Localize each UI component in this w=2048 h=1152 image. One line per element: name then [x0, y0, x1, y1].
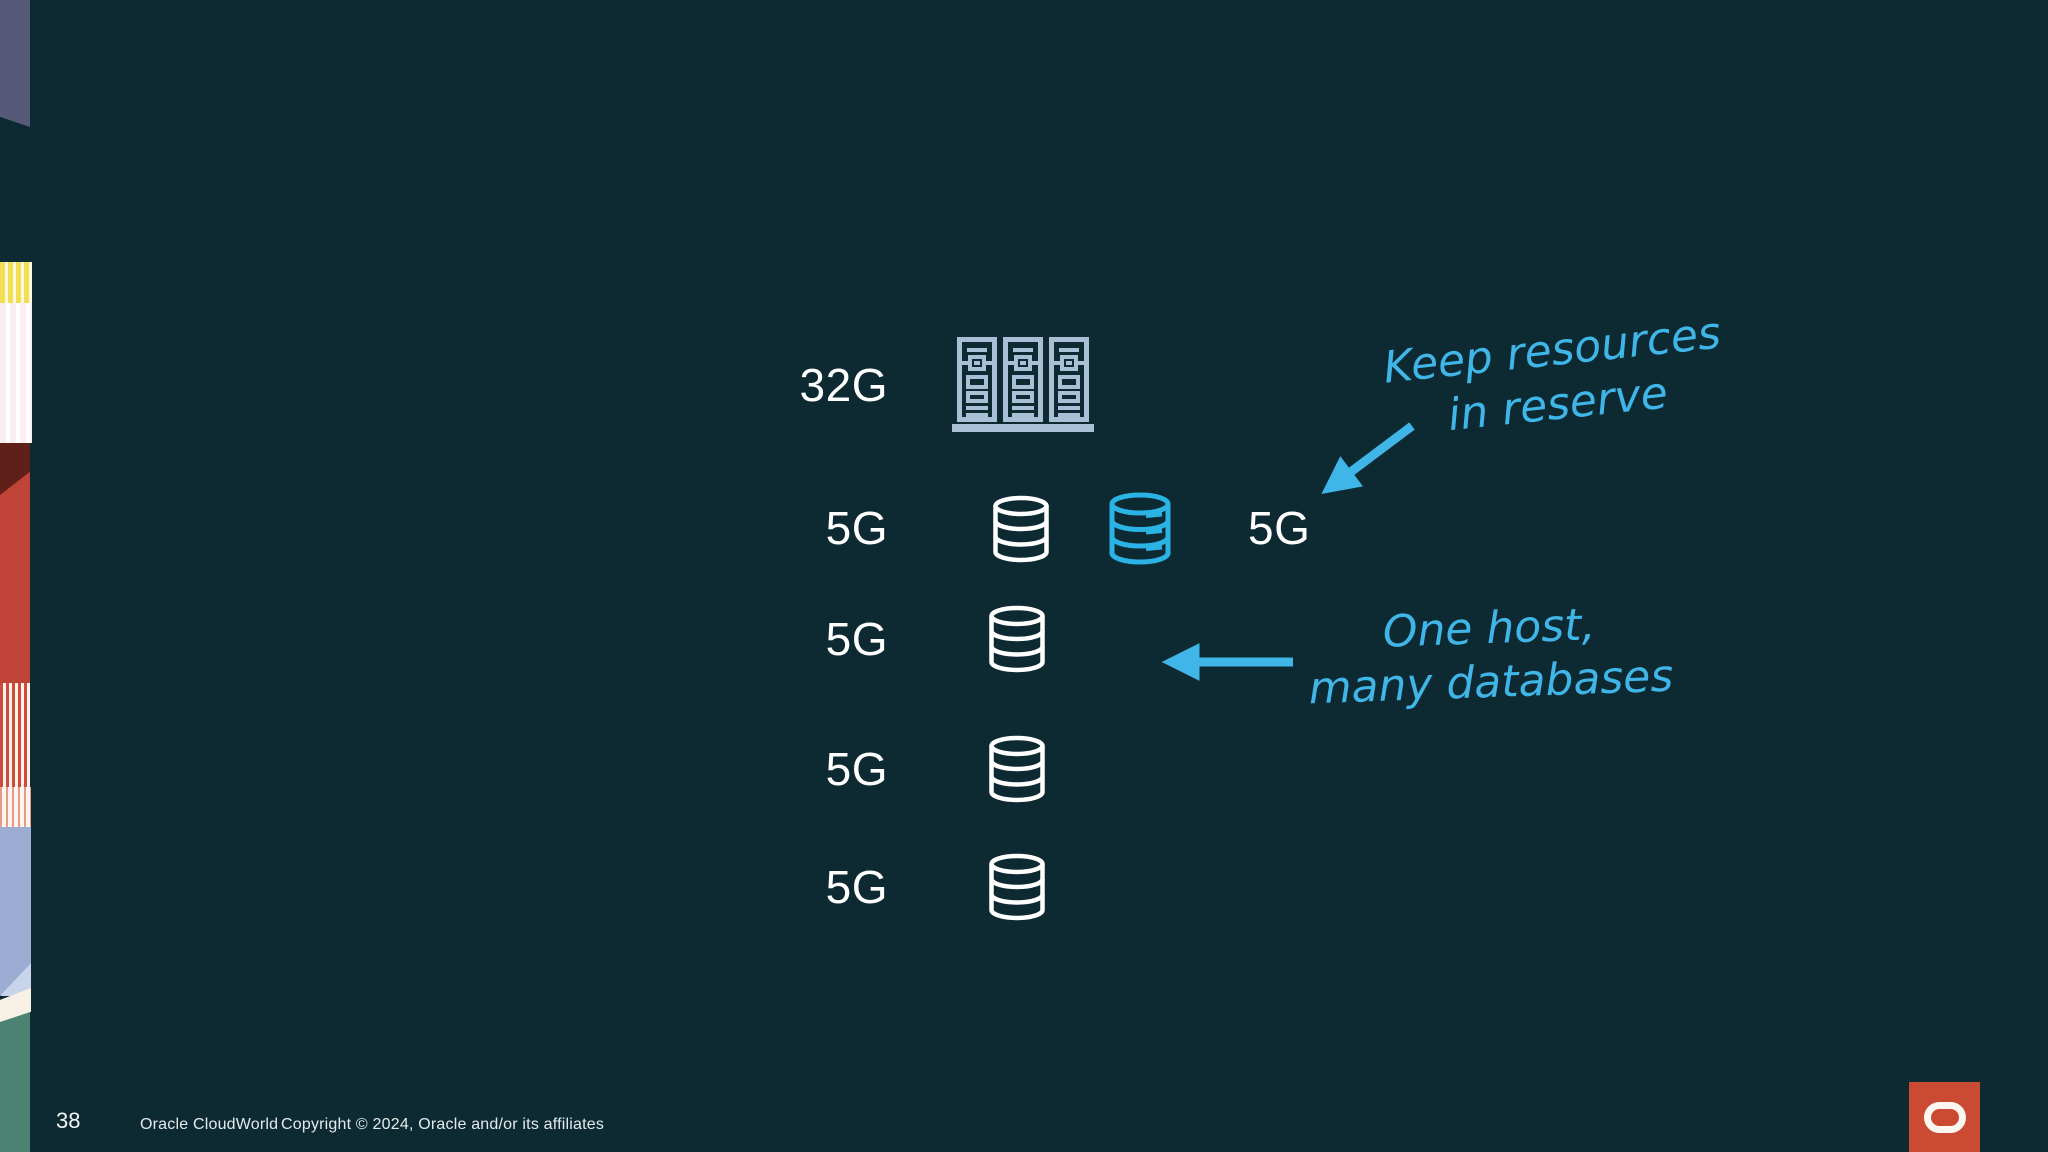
artwork-segment: [0, 787, 31, 827]
db-memory-label: 5G: [825, 502, 888, 554]
server-rack-icon: [952, 337, 1094, 432]
db-memory-label: 5G: [825, 861, 888, 913]
artwork-segment: [0, 827, 31, 995]
arrow-down-left-icon: [1321, 422, 1415, 494]
oracle-o-icon: [1923, 1101, 1966, 1133]
database-reserve-icon: [1109, 492, 1171, 565]
database-icon: [989, 605, 1045, 673]
db-memory-label: 5G: [825, 613, 888, 665]
database-icon: [989, 735, 1045, 803]
oracle-logo: [1909, 1082, 1980, 1152]
db-memory-label: 5G: [825, 743, 888, 795]
artwork-segment: [0, 683, 30, 787]
page-number: 38: [56, 1108, 81, 1133]
footer-copyright: Copyright © 2024, Oracle and/or its affi…: [281, 1116, 605, 1133]
annotation-one-host: One host, many databases: [1293, 595, 1687, 717]
arrow-left-icon: [1161, 643, 1293, 681]
artwork-segment: [0, 1012, 30, 1152]
database-icon: [993, 495, 1049, 563]
artwork-segment: [0, 262, 32, 303]
reserve-memory-label: 5G: [1248, 502, 1311, 554]
database-icon: [989, 853, 1045, 921]
artwork-segment: [0, 303, 32, 443]
artwork-segment: [0, 0, 30, 127]
footer-brand: Oracle CloudWorld: [140, 1116, 279, 1133]
host-memory-label: 32G: [799, 359, 888, 411]
